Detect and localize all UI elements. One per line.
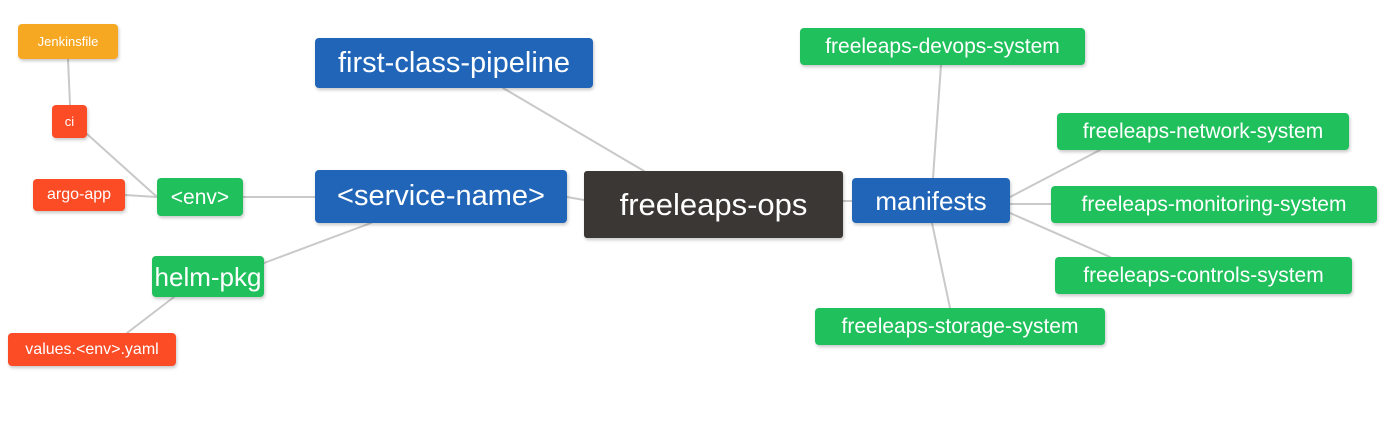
node-storage[interactable]: freeleaps-storage-system [815, 308, 1105, 345]
edge-argo-app-to-env [124, 194, 158, 198]
node-root[interactable]: freeleaps-ops [584, 171, 843, 238]
edge-manifests-to-devops [932, 64, 942, 179]
node-manifests[interactable]: manifests [852, 178, 1010, 223]
node-network[interactable]: freeleaps-network-system [1057, 113, 1349, 150]
edge-service-name-to-helm-pkg [263, 222, 372, 264]
edge-helm-pkg-to-values-yaml [126, 296, 175, 334]
node-pipeline[interactable]: first-class-pipeline [315, 38, 593, 88]
edge-pipeline-to-root [502, 87, 645, 172]
node-monitoring[interactable]: freeleaps-monitoring-system [1051, 186, 1377, 223]
node-devops[interactable]: freeleaps-devops-system [800, 28, 1085, 65]
node-ci[interactable]: ci [52, 105, 87, 138]
node-jenkinsfile[interactable]: Jenkinsfile [18, 24, 118, 59]
node-controls[interactable]: freeleaps-controls-system [1055, 257, 1352, 294]
node-argo-app[interactable]: argo-app [33, 179, 125, 211]
node-helm-pkg[interactable]: helm-pkg [152, 256, 264, 297]
node-service-name[interactable]: <service-name> [315, 170, 567, 223]
edge-service-name-to-root [566, 196, 585, 201]
edge-manifests-to-storage [931, 222, 951, 309]
node-values-yaml[interactable]: values.<env>.yaml [8, 333, 176, 366]
edge-jenkinsfile-to-ci [67, 58, 71, 106]
node-env[interactable]: <env> [157, 178, 243, 216]
